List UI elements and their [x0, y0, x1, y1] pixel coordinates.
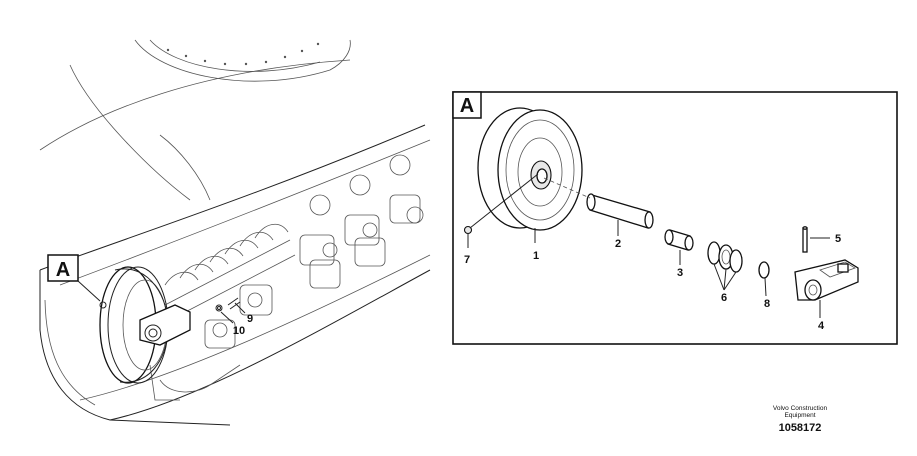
callout-part-7: 7: [464, 254, 470, 266]
callout-part-8: 8: [764, 298, 770, 310]
plug: [463, 225, 473, 235]
seals: [707, 241, 743, 273]
bracket: [794, 259, 859, 301]
callout-part-9: 9: [247, 313, 253, 325]
view-label-box-main: [47, 254, 79, 282]
callout-part-4: 4: [818, 320, 825, 332]
callout-part-10: 10: [233, 325, 245, 337]
credit-line-1: Volvo Construction: [772, 405, 828, 412]
bushing: [664, 229, 694, 251]
publisher-credit: Volvo Construction Equipment 1058172: [745, 405, 855, 434]
view-label-main: A: [56, 259, 70, 281]
callout-part-1: 1: [533, 250, 539, 262]
o-ring: [758, 261, 770, 279]
view-label-box-detail: [452, 91, 482, 119]
callout-part-6: 6: [721, 292, 727, 304]
machine-overview: A 9 10: [39, 39, 431, 426]
view-label-detail: A: [460, 95, 474, 117]
credit-line-2: Equipment: [784, 412, 816, 419]
detail-view-a: A: [452, 91, 898, 345]
idler-wheel: [477, 107, 583, 231]
pin: [802, 226, 808, 253]
callout-part-5: 5: [835, 233, 841, 245]
illustration-number: 1058172: [778, 422, 822, 434]
callout-part-3: 3: [677, 267, 683, 279]
callout-part-2: 2: [615, 238, 621, 250]
